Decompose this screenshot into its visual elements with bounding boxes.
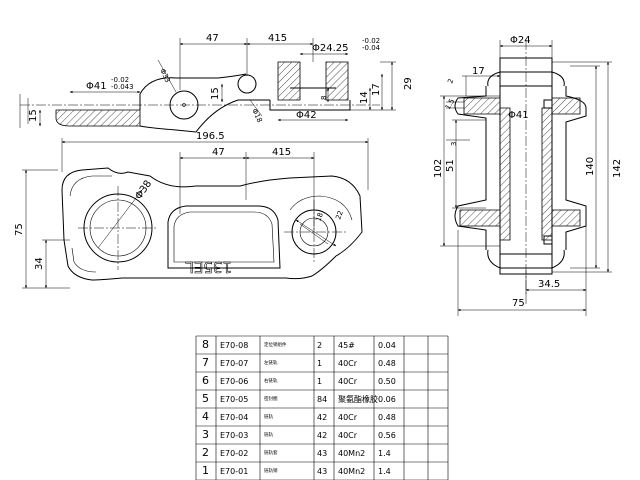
top-dim-phi42: Φ42 [296,110,317,121]
top-dim-14: 14 [359,91,370,104]
bom-material: 40Cr [338,413,358,422]
bom-part-name: 右链轨 [264,377,278,384]
table-row: 2 E70-02 链轨套 43 40Mn2 1.4 [202,446,391,459]
bom-material: 40Cr [338,431,358,440]
front-dim-415: 415 [272,147,291,158]
bom-item-no: 8 [202,338,209,351]
bom-part-code: E70-06 [220,377,248,386]
table-row: 7 E70-07 左链轨 1 40Cr 0.48 [202,356,396,369]
top-dim-bore-upper: -0.02 [362,37,380,45]
side-dim-75: 75 [512,298,525,309]
front-dim-overall: 196.5 [196,131,225,142]
side-dim-17: 17 [472,66,485,77]
top-dim-29: 29 [403,77,414,90]
side-dim-3: 3 [450,142,458,146]
bom-part-name: 密封圈 [264,395,278,402]
front-dim-18: 18 [314,212,325,223]
top-dim-bore-lower: -0.04 [362,44,381,52]
side-dim-phi41: Φ41 [508,110,529,121]
bom-part-name: 链轨套 [264,449,278,456]
table-row: 4 E70-04 链轨 42 40Cr 0.48 [202,410,396,423]
table-row: 1 E70-01 链轨销 43 40Mn2 1.4 [202,464,391,477]
bom-material: 45# [338,341,355,350]
top-dim-pin-upper: -0.02 [111,76,129,84]
table-row: 6 E70-06 右链轨 1 40Cr 0.50 [202,374,396,387]
bom-part-name: 链轨销 [264,467,278,474]
bom-part-code: E70-04 [220,413,248,422]
bom-material: 40Cr [338,359,358,368]
side-dim-142: 142 [612,159,623,178]
bom-part-code: E70-01 [220,467,248,476]
bom-weight: 1.4 [378,467,391,476]
bom-table: 8 E70-08 定位销组件 2 45# 0.04 7 E70-07 左链轨 1 40Cr 0.48 6… [195,335,449,480]
bom-item-no: 1 [202,464,209,477]
top-dim-pin-lower: -0.043 [111,83,134,91]
side-dim-140: 140 [585,157,596,176]
bom-weight: 1.4 [378,449,391,458]
bom-weight: 0.04 [378,341,396,350]
side-dim-51: 51 [445,159,456,172]
top-dim-phi18: Φ18 [250,107,263,123]
bom-part-name: 链轨 [264,413,273,420]
side-dim-phi24: Φ24 [510,35,531,46]
top-dim-47: 47 [206,33,219,44]
bom-quantity: 1 [317,359,322,368]
bom-part-code: E70-08 [220,341,248,350]
front-dim-22: 22 [334,210,345,221]
bom-item-no: 6 [202,374,209,387]
bom-item-no: 2 [202,446,209,459]
bom-weight: 0.06 [378,395,396,404]
side-dim-15: 1.5 [444,97,456,111]
top-dim-pin: Φ41 [86,81,107,92]
side-view: 102 51 140 142 Φ24 17 Φ41 2 1.5 3 34.5 7… [433,35,623,316]
bom-quantity: 43 [317,467,327,476]
bom-part-code: E70-03 [220,431,248,440]
front-dim-phi38: Φ38 [133,179,154,202]
top-dim-415: 415 [268,33,287,44]
bom-weight: 0.48 [378,359,396,368]
bom-part-code: E70-02 [220,449,248,458]
bom-part-name: 链轨 [264,431,273,438]
bom-quantity: 42 [317,413,327,422]
bom-item-no: 4 [202,410,209,423]
bom-weight: 0.50 [378,377,396,386]
top-dim-17: 17 [371,83,382,96]
bom-item-no: 5 [202,392,209,405]
front-dim-34: 34 [34,257,45,270]
front-dim-47: 47 [212,147,225,158]
side-dim-102: 102 [433,159,444,178]
table-row: 8 E70-08 定位销组件 2 45# 0.04 [202,338,396,351]
top-dim-15-left: 15 [28,109,39,122]
bom-material: 40Mn2 [338,467,365,476]
top-dim-bore: Φ24.25 [312,43,349,54]
table-row: 3 E70-03 链轨 42 40Cr 0.56 [202,428,396,441]
top-dim-15-mid: 15 [210,87,221,100]
bom-quantity: 42 [317,431,327,440]
front-engraving: 135EL [185,258,232,276]
side-dim-345: 34.5 [538,279,560,290]
top-view: 47 415 Φ24.25 -0.02 -0.04 Φ41 -0.02 -0.0… [19,33,414,133]
bom-part-name: 定位销组件 [264,341,287,348]
bom-quantity: 84 [317,395,327,404]
bom-quantity: 1 [317,377,322,386]
bom-part-name: 左链轨 [264,359,278,366]
bom-quantity: 2 [317,341,322,350]
top-dim-phi33: Φ33 [158,67,171,83]
bom-part-code: E70-05 [220,395,248,404]
bom-material: 40Cr [338,377,358,386]
top-dim-8: 8 [320,96,328,100]
bom-weight: 0.56 [378,431,396,440]
side-dim-2: 2 [446,78,455,85]
bom-quantity: 43 [317,449,327,458]
bom-weight: 0.48 [378,413,396,422]
front-dim-height: 75 [14,223,25,236]
front-view: 196.5 47 415 75 34 Φ38 18 22 [14,131,369,289]
bom-material: 聚氨酯橡胶 [338,394,378,404]
bom-part-code: E70-07 [220,359,248,368]
bom-item-no: 3 [202,428,209,441]
bom-material: 40Mn2 [338,449,365,458]
bom-item-no: 7 [202,356,209,369]
